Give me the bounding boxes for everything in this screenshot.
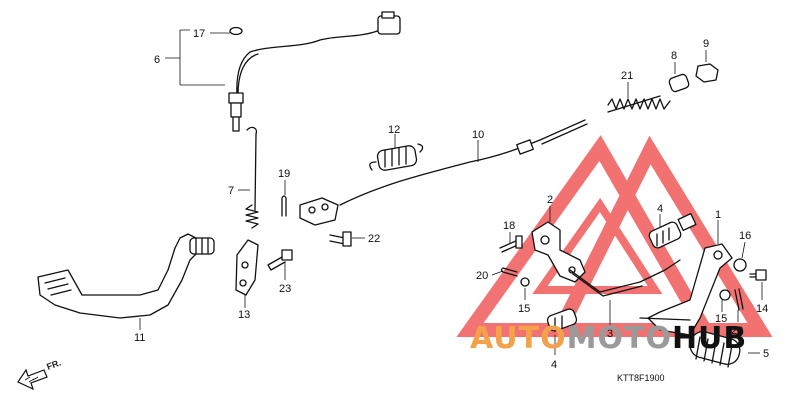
joint-pin [329, 231, 352, 247]
shift-link-rod [569, 259, 681, 297]
spring-bracket [235, 239, 259, 296]
callout-17: 17 [193, 28, 205, 40]
rubber-joint-lower [546, 308, 578, 332]
diagram-code: KTT8F1900 [617, 373, 665, 383]
callout-12: 12 [388, 124, 400, 136]
stop-switch-assembly [228, 11, 401, 132]
brake-rod [299, 119, 588, 226]
callout-3: 3 [607, 328, 613, 340]
callout-4-upper: 4 [657, 203, 663, 215]
leader-lines [139, 29, 763, 355]
cotter-pin-right [734, 288, 744, 311]
joint-collar [668, 73, 690, 93]
return-spring [369, 143, 424, 171]
callout-15-left: 15 [518, 303, 530, 315]
washer-right [719, 289, 731, 301]
brake-pedal [37, 233, 215, 319]
callout-11: 11 [134, 332, 145, 344]
bolt-14 [749, 269, 767, 281]
callout-13: 13 [238, 309, 250, 321]
callout-18: 18 [503, 220, 515, 232]
bolt-18 [499, 235, 523, 253]
watermark-auto: AUTO [470, 321, 567, 356]
shift-peg-rubber [689, 331, 741, 368]
callout-21: 21 [621, 70, 633, 82]
watermark-hub: HUB [672, 321, 747, 356]
callout-22: 22 [368, 233, 380, 245]
callout-9: 9 [703, 38, 709, 50]
callout-1: 1 [715, 209, 721, 221]
rod-spring [607, 95, 671, 113]
callout-14: 14 [756, 303, 768, 315]
shift-plate [531, 221, 586, 283]
front-direction-arrow [17, 368, 48, 391]
shift-arm [639, 243, 733, 336]
cotter-pin [281, 195, 287, 217]
callout-15-right: 15 [715, 313, 727, 325]
front-direction-label: FR. [45, 358, 62, 372]
adjuster-nut [695, 63, 719, 83]
callout-20-left: 20 [476, 270, 488, 282]
watermark-text: AUTOMOTOHUB [470, 321, 747, 356]
callout-6: 6 [154, 54, 160, 66]
washer-16 [733, 258, 747, 272]
callout-labels: 17 6 7 19 13 23 11 12 10 22 21 8 9 18 20… [134, 28, 769, 371]
callout-4-lower: 4 [551, 359, 557, 371]
cotter-pin-left [500, 267, 518, 277]
callout-10: 10 [472, 129, 484, 141]
callout-23: 23 [279, 283, 291, 295]
callout-2: 2 [547, 194, 553, 206]
callout-8: 8 [671, 50, 677, 62]
bolt-23 [267, 249, 293, 271]
callout-20-right: 20 [731, 325, 743, 337]
callout-5: 5 [763, 348, 769, 360]
callout-16: 16 [739, 230, 751, 242]
washer-left [520, 277, 530, 287]
callout-19: 19 [278, 168, 290, 180]
svg-text:AUTOMOTOHUB: AUTOMOTOHUB [470, 321, 747, 356]
watermark-logo [456, 135, 773, 337]
callout-7: 7 [228, 185, 234, 197]
watermark-moto: MOTO [567, 321, 672, 356]
rubber-joint-upper [648, 212, 697, 249]
switch-spring [245, 126, 259, 229]
